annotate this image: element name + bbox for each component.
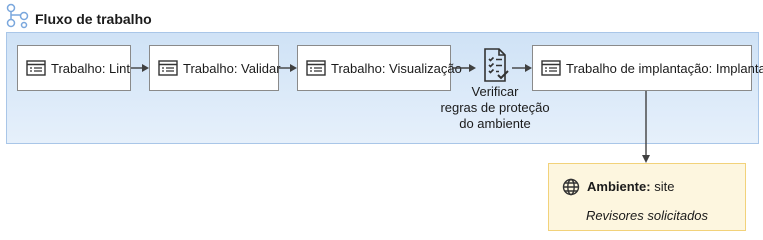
job-visualizacao[interactable]: Trabalho: Visualização — [297, 45, 462, 91]
workflow-icon — [6, 3, 29, 29]
checklist-icon — [484, 48, 509, 82]
verify-line: regras de proteção — [440, 100, 550, 115]
job-validar[interactable]: Trabalho: Validar — [149, 45, 281, 91]
environment-line: Ambiente: site — [587, 179, 674, 194]
arrow-validar-visualizacao — [279, 64, 297, 72]
globe-icon — [562, 178, 580, 196]
arrow-lint-validar — [131, 64, 149, 72]
environment-name: site — [654, 179, 675, 194]
workflow-title: Fluxo de trabalho — [35, 11, 152, 27]
list-icon — [26, 60, 46, 76]
list-icon — [541, 60, 561, 76]
list-icon — [158, 60, 178, 76]
arrow-implantar-ambiente — [642, 91, 650, 163]
job-implantar[interactable]: Trabalho de implantação: Implantar — [532, 45, 763, 91]
environment-label: Ambiente: — [587, 179, 651, 194]
verify-line: Verificar — [471, 84, 519, 99]
job-label: Trabalho: Visualização — [331, 60, 462, 76]
job-label: Trabalho: Validar — [183, 60, 281, 76]
job-label: Trabalho: Lint — [51, 60, 131, 76]
list-icon — [306, 60, 326, 76]
verify-line: do ambiente — [459, 116, 531, 131]
arrow-verificar-implantar — [512, 64, 532, 72]
job-lint[interactable]: Trabalho: Lint — [17, 45, 131, 91]
arrow-visualizacao-verificar — [452, 64, 476, 72]
environment-box[interactable]: Ambiente: site Revisores solicitados — [548, 163, 746, 231]
environment-reviewers: Revisores solicitados — [585, 208, 709, 223]
job-label: Trabalho de implantação: Implantar — [566, 60, 763, 76]
verify-step-label: Verificar regras de proteção do ambiente — [430, 84, 560, 132]
